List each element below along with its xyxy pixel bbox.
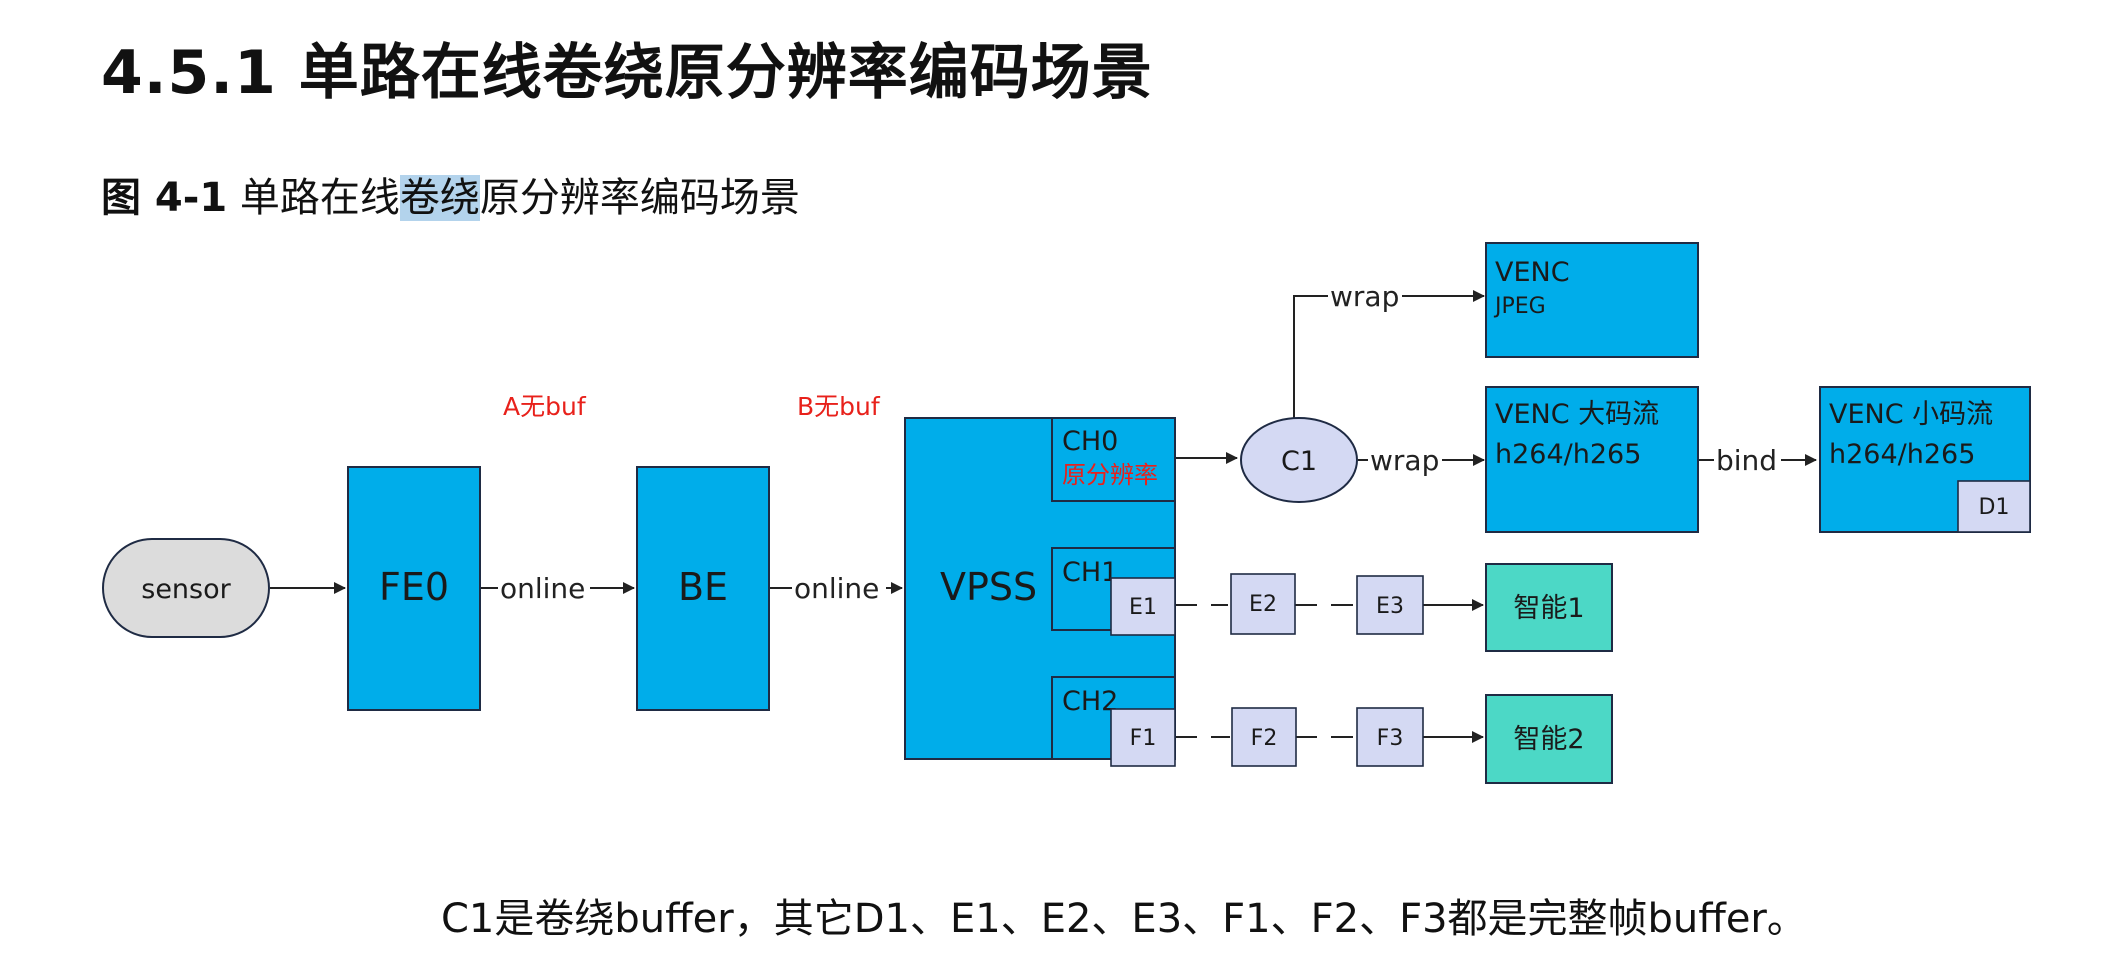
- online-label-1: online: [500, 572, 585, 605]
- be-label: BE: [678, 565, 728, 609]
- ch0-resolution-label: 原分辨率: [1062, 461, 1158, 489]
- bind-label: bind: [1716, 444, 1777, 477]
- section-heading: 4.5.1 单路在线卷绕原分辨率编码场景: [101, 38, 1153, 108]
- e1-label: E1: [1129, 595, 1157, 620]
- connectors: [270, 290, 1817, 743]
- no-buffer-label-a: A无buf: [503, 392, 587, 421]
- be-box: [636, 466, 770, 711]
- e3-buffer: [1356, 575, 1424, 635]
- f3-label: F3: [1377, 726, 1404, 751]
- be-node: BE: [636, 466, 770, 711]
- c1-node: C1: [1240, 417, 1358, 503]
- wrap-label-2: wrap: [1370, 444, 1439, 477]
- fe0-box: [347, 466, 481, 711]
- caption-text-after: 原分辨率编码场景: [479, 175, 800, 221]
- caption-text-before: 单路在线: [227, 175, 400, 221]
- venc-main-box: [1485, 386, 1699, 533]
- venc-main-subtitle: h264/h265: [1495, 439, 1641, 470]
- venc-jpeg-box: [1485, 242, 1699, 358]
- sensor-shape: [102, 538, 270, 638]
- d1-buffer: [1957, 480, 2031, 533]
- f1-label: F1: [1130, 726, 1157, 751]
- venc-sub-subtitle: h264/h265: [1829, 439, 1975, 470]
- f1-buffer: [1110, 708, 1176, 767]
- ai2-node: 智能2: [1485, 694, 1613, 784]
- f2-label: F2: [1251, 726, 1278, 751]
- buffer-note: C1是卷绕buffer，其它D1、E1、E2、E3、F1、F2、F3都是完整帧b…: [441, 896, 1807, 942]
- e-buffer-chain: E1 E2 E3: [1110, 573, 1424, 636]
- online-label-2: online: [794, 572, 879, 605]
- line-c1-up: [1293, 295, 1328, 418]
- ch0-box: [1051, 417, 1176, 502]
- c1-label: C1: [1281, 446, 1317, 477]
- ai1-label: 智能1: [1513, 593, 1584, 624]
- venc-jpeg-subtitle: JPEG: [1493, 294, 1546, 319]
- venc-main-node: VENC 大码流 h264/h265: [1485, 386, 1699, 533]
- venc-main-title: VENC 大码流: [1495, 399, 1659, 430]
- figure-caption: 图 4-1 单路在线卷绕原分辨率编码场景: [101, 165, 800, 223]
- f3-buffer: [1356, 707, 1424, 767]
- e1-buffer: [1110, 577, 1176, 636]
- c1-shape: [1240, 417, 1358, 503]
- ai2-box: [1485, 694, 1613, 784]
- wrap-label-1: wrap: [1330, 280, 1399, 313]
- f-buffer-chain: F1 F2 F3: [1110, 707, 1424, 767]
- vpss-node: VPSS CH0 原分辨率 CH1 CH2: [904, 417, 1176, 760]
- vpss-label: VPSS: [940, 565, 1037, 609]
- ch2-label: CH2: [1062, 686, 1118, 717]
- fe0-label: FE0: [379, 565, 449, 609]
- ai2-label: 智能2: [1513, 724, 1584, 755]
- figure-number: 图 4-1: [101, 175, 228, 221]
- d1-label: D1: [1979, 495, 2010, 520]
- caption-highlighted-text: 卷绕: [399, 175, 480, 221]
- venc-sub-title: VENC 小码流: [1829, 399, 1993, 430]
- fe0-node: FE0: [347, 466, 481, 711]
- venc-sub-node: VENC 小码流 h264/h265 D1: [1819, 386, 2031, 533]
- sensor-node: sensor: [102, 538, 270, 638]
- ch0-label: CH0: [1062, 426, 1118, 457]
- ai1-node: 智能1: [1485, 563, 1613, 652]
- f2-buffer: [1231, 707, 1297, 767]
- sensor-label: sensor: [141, 574, 231, 605]
- ch1-label: CH1: [1062, 557, 1118, 588]
- no-buffer-label-b: B无buf: [797, 392, 881, 421]
- venc-jpeg-node: VENC JPEG: [1485, 242, 1699, 358]
- venc-jpeg-title: VENC: [1495, 257, 1570, 288]
- e2-label: E2: [1249, 592, 1277, 617]
- e3-label: E3: [1376, 594, 1404, 619]
- ai1-box: [1485, 563, 1613, 652]
- e2-buffer: [1230, 573, 1296, 635]
